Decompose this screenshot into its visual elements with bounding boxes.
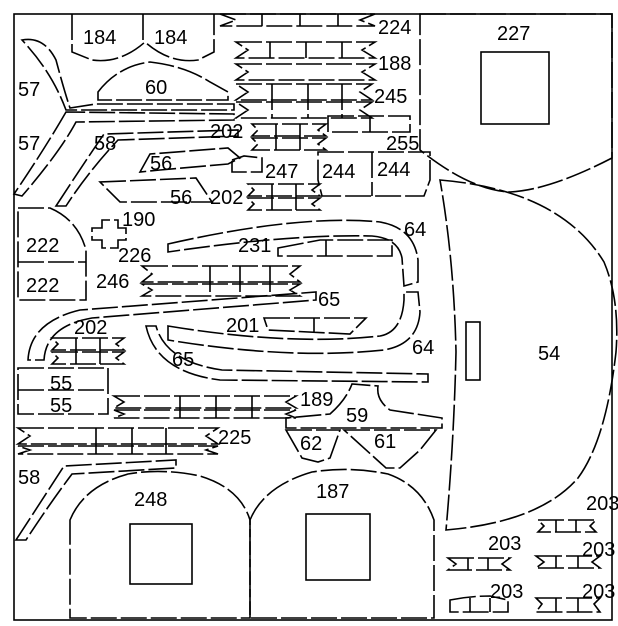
part-187-window [305,513,371,581]
part-62 [284,429,342,463]
label-184-left: 184 [83,27,116,49]
part-188 [233,41,378,81]
label-203-e: 203 [582,581,615,603]
label-184-right: 184 [154,27,187,49]
part-248 [69,470,251,619]
label-65-lower: 65 [172,349,194,371]
label-222-upper: 222 [26,235,59,257]
label-58-lower: 58 [18,467,40,489]
part-225 [15,427,221,455]
part-59 [285,383,443,429]
part-227 [419,13,613,193]
part-203-b [445,557,513,571]
part-231 [277,239,393,257]
part-187 [249,468,435,619]
part-190 [91,219,127,249]
label-227: 227 [497,23,530,45]
label-56-lower: 56 [170,187,192,209]
part-203-c [533,555,603,569]
label-64-upper: 64 [404,219,426,241]
part-64-lower [167,291,421,355]
part-64-upper [167,219,419,288]
label-203-c: 203 [582,539,615,561]
label-189: 189 [300,389,333,411]
label-58-upper: 58 [94,133,116,155]
label-56-upper: 56 [150,153,172,175]
label-248: 248 [134,489,167,511]
label-203-a: 203 [586,493,618,515]
part-58-upper [54,129,239,207]
label-244-right: 244 [377,159,410,181]
part-55 [17,367,109,415]
label-201: 201 [226,315,259,337]
label-54: 54 [538,343,560,365]
label-203-d: 203 [490,581,523,603]
part-184 [71,14,215,62]
label-61: 61 [374,431,396,453]
label-247: 247 [265,161,298,183]
part-56-lower [98,177,214,203]
part-202-c [50,337,127,365]
part-222 [17,207,87,301]
part-244 [317,151,431,197]
part-203-e [534,597,602,613]
part-58-lower [14,459,177,541]
label-57-upper: 57 [18,79,40,101]
label-225: 225 [218,427,251,449]
label-244-left: 244 [322,161,355,183]
label-224: 224 [378,17,411,39]
part-203-d [449,595,509,613]
label-190: 190 [122,209,155,231]
label-57-lower: 57 [18,133,40,155]
label-202-a: 202 [210,121,243,143]
label-62: 62 [300,433,322,455]
part-203-a [536,519,598,533]
part-247 [231,155,263,173]
label-65-upper: 65 [318,289,340,311]
label-222-lower: 222 [26,275,59,297]
part-189 [111,395,299,419]
part-60 [97,61,229,101]
part-201 [262,317,368,335]
part-227-window [480,51,550,125]
part-202-b [246,183,323,211]
label-245: 245 [374,86,407,108]
part-65-lower [145,325,429,383]
part-255 [327,115,411,133]
label-202-c: 202 [74,317,107,339]
label-226: 226 [118,245,151,267]
label-64-lower: 64 [412,337,434,359]
label-202-b: 202 [210,187,243,209]
part-246 [139,265,303,297]
label-231: 231 [238,235,271,257]
label-55-upper: 55 [50,373,72,395]
part-202-a [250,123,329,151]
label-187: 187 [316,481,349,503]
label-246: 246 [96,271,129,293]
part-245 [233,83,375,119]
part-248-window [129,523,193,585]
label-203-b: 203 [488,533,521,555]
part-54-slot [465,321,481,381]
part-57-upper [20,38,235,111]
label-55-lower: 55 [50,395,72,417]
part-224 [219,13,376,27]
part-61 [341,429,438,469]
label-188: 188 [378,53,411,75]
label-60: 60 [145,77,167,99]
label-255: 255 [386,133,419,155]
label-59: 59 [346,405,368,427]
part-54 [439,179,618,531]
part-57-lower [12,111,235,197]
part-65-upper [27,291,317,361]
